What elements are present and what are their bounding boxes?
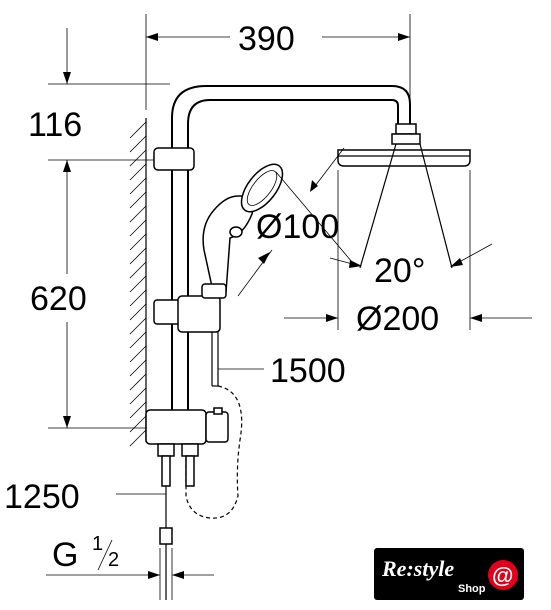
hand-shower-diameter-label: Ø100 [256, 208, 339, 246]
logo-main-text: Re:style [381, 556, 454, 581]
at-sign-icon: @ [492, 563, 513, 588]
supply-pipes [116, 443, 199, 600]
restyle-shop-logo: Re:style Shop @ [374, 548, 524, 600]
head-diameter-dimension [284, 170, 532, 330]
hose [185, 385, 243, 519]
wall-hatching [129, 118, 147, 447]
overall-width-label: 390 [238, 20, 295, 58]
thread-fraction-denominator: 2 [108, 549, 119, 571]
thread-fraction-numerator: 1 [92, 533, 103, 555]
vertical-dimension-lines [48, 28, 170, 429]
rail-height-label: 620 [30, 280, 87, 318]
thread-dimension [46, 548, 214, 600]
thread-fraction-slash [97, 539, 113, 571]
spray-angle-label: 20° [374, 252, 425, 290]
arm-drop-label: 116 [28, 106, 82, 144]
head-diameter-label: Ø200 [356, 300, 439, 338]
hand-shower [201, 147, 353, 387]
hose-length-label: 1500 [270, 352, 346, 390]
inlet-height-label: 1250 [4, 478, 80, 516]
shower-head [329, 123, 493, 269]
shower-rail [145, 85, 411, 445]
thread-size-label: G [52, 536, 78, 574]
logo-sub-text: Shop [458, 583, 486, 595]
